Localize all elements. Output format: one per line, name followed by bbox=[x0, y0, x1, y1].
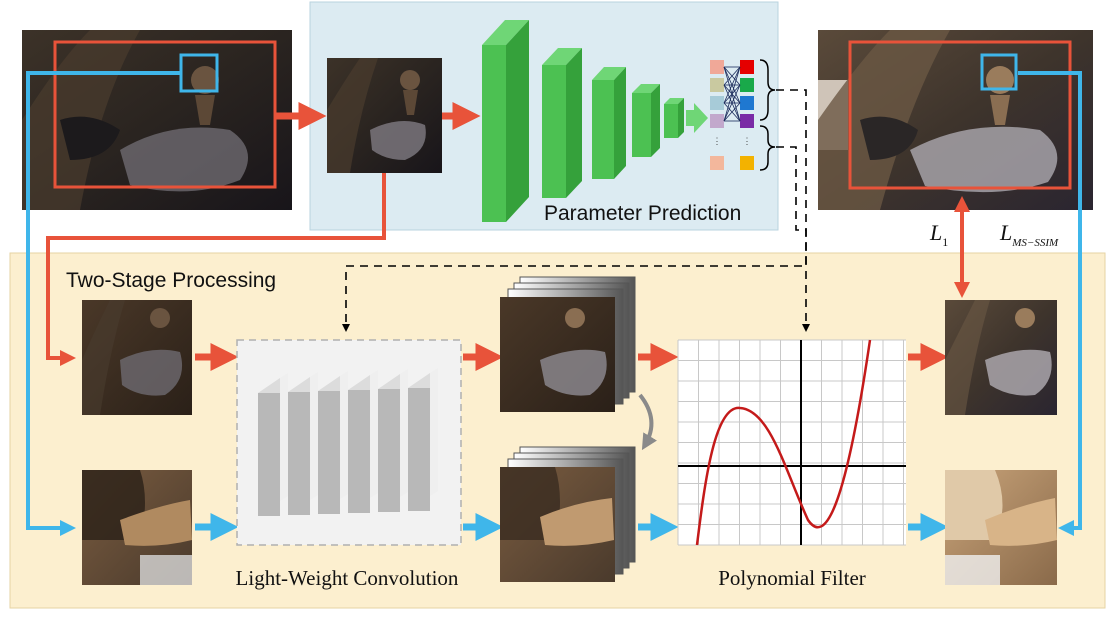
svg-text:⋮: ⋮ bbox=[713, 136, 722, 146]
polynomial-filter-graph bbox=[677, 339, 906, 546]
arrow-share-params bbox=[638, 393, 658, 451]
arrow-gt-crop-path bbox=[1018, 71, 1082, 536]
conv-filters bbox=[258, 368, 438, 516]
feature-stack-row1 bbox=[500, 276, 636, 412]
arrow-crop-path bbox=[26, 71, 181, 536]
conv-filter-slab bbox=[318, 371, 348, 514]
fc-parameters: ⋮ ⋮ bbox=[710, 59, 776, 171]
feature-stack-row2 bbox=[500, 446, 636, 582]
full-res-output bbox=[945, 300, 1057, 415]
conv-filter-slab bbox=[288, 372, 318, 515]
downsampled-image bbox=[327, 58, 442, 173]
svg-text:⋮: ⋮ bbox=[743, 136, 752, 146]
crop-output bbox=[945, 470, 1057, 585]
conv-filter-slab bbox=[348, 370, 378, 513]
conv-filter-slab bbox=[258, 373, 288, 516]
conv-filter-slab bbox=[378, 369, 408, 512]
input-image bbox=[22, 30, 292, 210]
parameter-prediction-label: Parameter Prediction bbox=[544, 202, 741, 225]
loss-msssim-label: LMS−SSIM bbox=[999, 220, 1059, 249]
arrow-full-res-path bbox=[46, 173, 386, 366]
parameter-network bbox=[482, 20, 708, 222]
ground-truth-image bbox=[818, 30, 1093, 210]
light-weight-convolution-label: Light-Weight Convolution bbox=[236, 566, 459, 590]
loss-l1-label: L1 bbox=[929, 220, 948, 249]
crop-input bbox=[82, 470, 192, 585]
full-res-input bbox=[82, 300, 192, 415]
gt-crop-box bbox=[980, 53, 1018, 91]
dashed-conv-params bbox=[342, 89, 807, 332]
conv-filter-slab bbox=[408, 368, 438, 511]
polynomial-filter-label: Polynomial Filter bbox=[718, 566, 866, 590]
two-stage-processing-label: Two-Stage Processing bbox=[66, 269, 276, 292]
dashed-poly-params bbox=[776, 146, 810, 332]
